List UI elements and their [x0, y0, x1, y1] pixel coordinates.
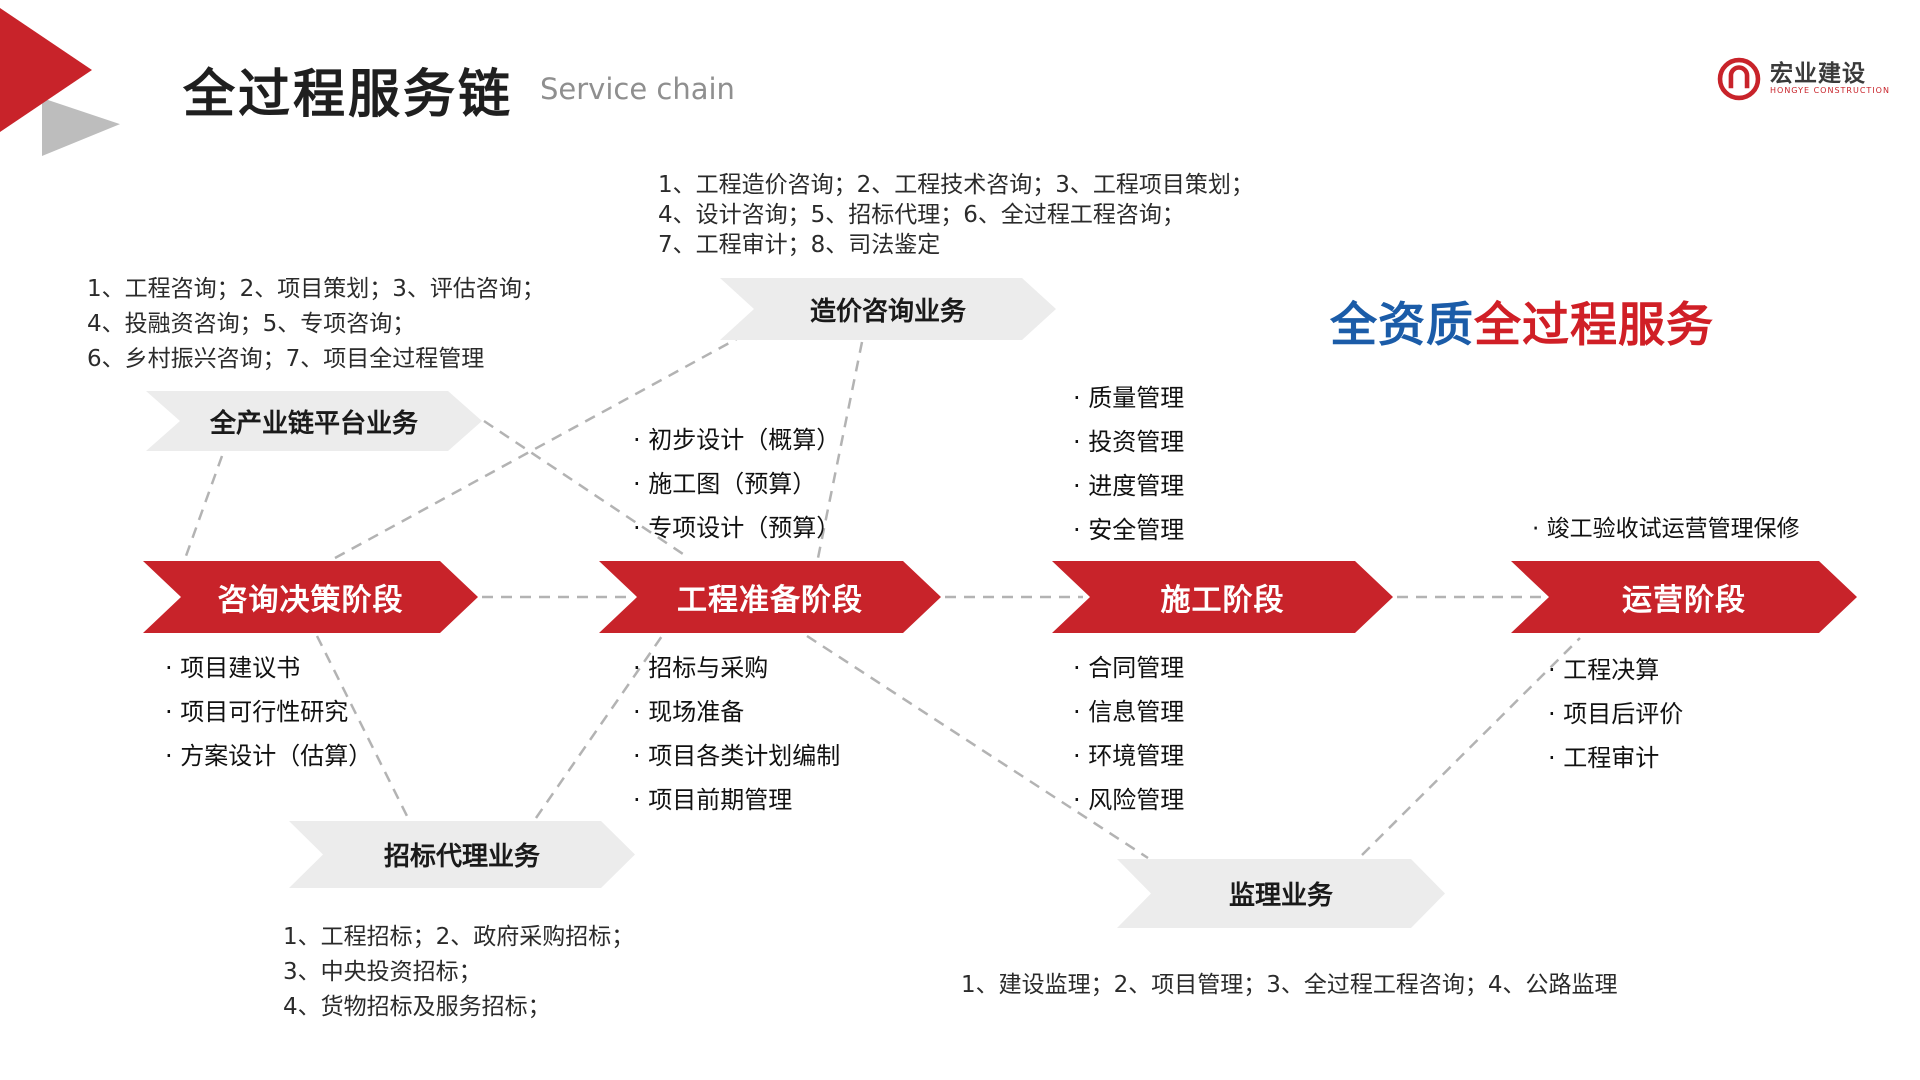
desc-line: 1、工程咨询；2、项目策划；3、评估咨询； — [87, 276, 545, 302]
consulting-below-list: · 项目建议书 · 项目可行性研究 · 方案设计（估算） — [165, 646, 372, 778]
desc-line: 1、工程招标；2、政府采购招标； — [283, 924, 635, 950]
supervision-desc: 1、建设监理；2、项目管理；3、全过程工程咨询；4、公路监理 — [961, 968, 1618, 1003]
logo-name: 宏业建设 — [1770, 60, 1866, 87]
list-item: · 安全管理 — [1073, 516, 1185, 544]
slogan: 全资质全过程服务 — [1330, 286, 1714, 355]
list-item: · 合同管理 — [1073, 654, 1185, 682]
list-item: · 招标与采购 — [633, 654, 769, 682]
list-item: · 项目前期管理 — [633, 786, 793, 814]
list-item: · 环境管理 — [1073, 742, 1185, 770]
service-arrow-bidding-agency: 招标代理业务 — [289, 821, 635, 888]
list-item: · 方案设计（估算） — [165, 742, 373, 770]
desc-line: 1、建设监理；2、项目管理；3、全过程工程咨询；4、公路监理 — [961, 972, 1618, 998]
page-title: 全过程服务链 — [183, 65, 514, 125]
list-item: · 进度管理 — [1073, 472, 1185, 500]
stage-label: 工程准备阶段 — [677, 583, 863, 618]
list-item: · 风险管理 — [1073, 786, 1185, 814]
service-label: 监理业务 — [1228, 881, 1333, 911]
construction-above-list: · 质量管理 · 投资管理 · 进度管理 · 安全管理 — [1073, 376, 1184, 552]
connector-line — [806, 634, 1149, 860]
list-item: · 投资管理 — [1073, 428, 1185, 456]
desc-line: 4、设计咨询；5、招标代理；6、全过程工程咨询； — [658, 202, 1185, 228]
list-item: · 初步设计（概算） — [633, 426, 841, 454]
list-item: · 项目可行性研究 — [165, 698, 349, 726]
service-label: 全产业链平台业务 — [209, 408, 418, 439]
desc-line: 6、乡村振兴咨询；7、项目全过程管理 — [87, 346, 485, 372]
service-label: 造价咨询业务 — [809, 296, 966, 327]
desc-line: 7、工程审计；8、司法鉴定 — [658, 232, 941, 258]
list-item: · 竣工验收试运营管理保修 — [1532, 516, 1800, 542]
connector-line — [483, 419, 690, 560]
logo-icon — [1716, 56, 1762, 102]
service-arrow-cost-consulting: 造价咨询业务 — [720, 278, 1056, 340]
list-item: · 质量管理 — [1073, 384, 1185, 412]
list-item: · 项目后评价 — [1548, 700, 1684, 728]
desc-line: 4、货物招标及服务招标； — [283, 994, 551, 1020]
connector-line — [184, 455, 224, 557]
preparation-below-list: · 招标与采购 · 现场准备 · 项目各类计划编制 · 项目前期管理 — [633, 646, 840, 822]
bidding-agency-desc: 1、工程招标；2、政府采购招标； 3、中央投资招标； 4、货物招标及服务招标； — [283, 920, 634, 1025]
desc-line: 3、中央投资招标； — [283, 959, 482, 985]
list-item: · 工程决算 — [1548, 656, 1660, 684]
construction-below-list: · 合同管理 · 信息管理 · 环境管理 · 风险管理 — [1073, 646, 1184, 822]
service-arrow-industry-chain: 全产业链平台业务 — [146, 391, 482, 451]
operation-above-list: · 竣工验收试运营管理保修 — [1532, 507, 1800, 551]
page-subtitle: Service chain — [540, 72, 735, 106]
list-item: · 现场准备 — [633, 698, 745, 726]
stage-label: 咨询决策阶段 — [217, 583, 404, 618]
stage-arrow-preparation: 工程准备阶段 — [599, 561, 941, 633]
list-item: · 项目各类计划编制 — [633, 742, 841, 770]
logo-tagline: HONGYE CONSTRUCTION — [1770, 86, 1890, 96]
service-arrow-supervision: 监理业务 — [1117, 859, 1445, 928]
stage-arrow-operation: 运营阶段 — [1511, 561, 1857, 633]
stage-label: 施工阶段 — [1160, 583, 1285, 618]
cost-consulting-desc: 1、工程造价咨询；2、工程技术咨询；3、工程项目策划； 4、设计咨询；5、招标代… — [658, 170, 1254, 260]
list-item: · 项目建议书 — [165, 654, 301, 682]
stage-label: 运营阶段 — [1622, 583, 1746, 618]
preparation-above-list: · 初步设计（概算） · 施工图（预算） · 专项设计（预算） — [633, 418, 840, 550]
stage-arrow-construction: 施工阶段 — [1052, 561, 1393, 633]
connector-line — [1361, 637, 1581, 856]
list-item: · 工程审计 — [1548, 744, 1660, 772]
operation-below-list: · 工程决算 · 项目后评价 · 工程审计 — [1548, 648, 1683, 780]
connector-line — [315, 635, 410, 819]
stage-arrow-consulting-decision: 咨询决策阶段 — [143, 561, 478, 633]
service-label: 招标代理业务 — [383, 842, 540, 872]
list-item: · 专项设计（预算） — [633, 514, 841, 542]
connector-line — [334, 334, 743, 560]
desc-line: 1、工程造价咨询；2、工程技术咨询；3、工程项目策划； — [658, 172, 1254, 198]
logo-text: 宏业建设 HONGYE CONSTRUCTION — [1770, 60, 1890, 96]
list-item: · 信息管理 — [1073, 698, 1185, 726]
industry-chain-desc: 1、工程咨询；2、项目策划；3、评估咨询； 4、投融资咨询；5、专项咨询； 6、… — [87, 272, 545, 377]
desc-line: 4、投融资咨询；5、专项咨询； — [87, 311, 416, 337]
list-item: · 施工图（预算） — [633, 470, 817, 498]
slogan-part2: 全过程服务 — [1474, 298, 1714, 353]
slogan-part1: 全资质 — [1330, 298, 1474, 353]
logo: 宏业建设 HONGYE CONSTRUCTION — [1716, 56, 1890, 102]
